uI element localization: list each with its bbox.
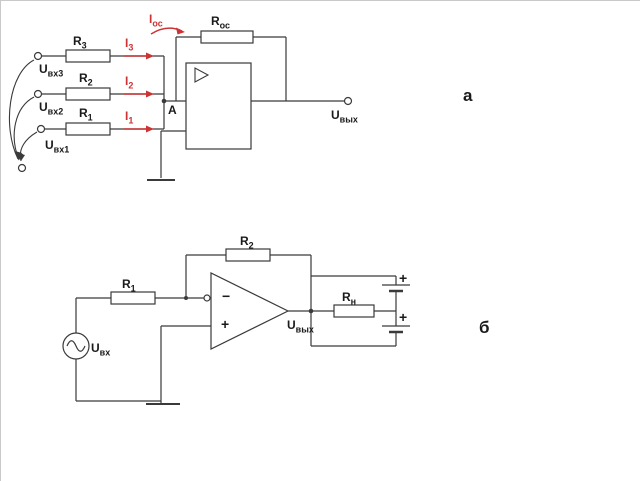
node-a-dot bbox=[161, 98, 167, 104]
label-supply-plus-top: + bbox=[399, 270, 408, 286]
current-arrowheads bbox=[146, 27, 185, 133]
input-terminal-1 bbox=[36, 124, 46, 134]
sine-wave-icon bbox=[66, 340, 86, 352]
label-voltage-uin1: Uвх1 bbox=[45, 138, 70, 155]
label-supply-plus-bottom: + bbox=[399, 309, 408, 325]
common-return-curves bbox=[8, 59, 38, 162]
label-figure-b: б bbox=[479, 318, 490, 337]
label-voltage-uin-b: Uвх bbox=[91, 341, 111, 358]
inverting-input-bubble bbox=[203, 294, 211, 302]
label-resistor-r1b: R1 bbox=[122, 277, 136, 294]
label-current-ioc: Iос bbox=[149, 12, 163, 29]
resistor-r3-body bbox=[65, 49, 111, 63]
common-return-arrowheads bbox=[15, 151, 25, 161]
label-current-i2: I2 bbox=[125, 74, 134, 91]
circuit-b bbox=[62, 248, 410, 405]
resistor-rload-body bbox=[333, 304, 375, 318]
common-terminal bbox=[17, 163, 27, 173]
opamp-b-triangle bbox=[210, 272, 290, 350]
resistor-r1a-body bbox=[65, 122, 111, 136]
opamp-a-triangle-icon bbox=[194, 67, 210, 83]
label-voltage-uout-a: Uвых bbox=[331, 108, 358, 125]
label-resistor-r3: R3 bbox=[73, 34, 87, 51]
label-resistor-r1a: R1 bbox=[79, 106, 93, 123]
feedback-node-dot bbox=[184, 296, 188, 300]
current-arrows bbox=[124, 27, 183, 130]
label-voltage-uin3: Uвх3 bbox=[39, 62, 64, 79]
resistor-r2a-body bbox=[65, 87, 111, 101]
label-resistor-rload: Rн bbox=[342, 290, 357, 307]
label-current-i3: I3 bbox=[125, 36, 134, 53]
output-terminal-a bbox=[343, 96, 353, 106]
battery-short-plates bbox=[389, 289, 403, 334]
output-node-dot bbox=[308, 308, 314, 314]
label-resistor-roc: Rос bbox=[211, 14, 231, 31]
label-resistor-r2b: R2 bbox=[240, 234, 254, 251]
circuit-a bbox=[8, 27, 353, 181]
label-voltage-uout-b: Uвых bbox=[287, 318, 314, 335]
label-resistor-r2a: R2 bbox=[79, 71, 93, 88]
battery-long-plates bbox=[382, 284, 410, 327]
input-terminal-3 bbox=[33, 51, 43, 61]
resistor-r2b-body bbox=[225, 248, 271, 262]
resistor-roc-body bbox=[200, 30, 254, 44]
resistor-r1b-body bbox=[110, 291, 156, 305]
label-node-a: A bbox=[168, 103, 177, 117]
input-terminal-2 bbox=[33, 89, 43, 99]
label-voltage-uin2: Uвх2 bbox=[39, 100, 64, 117]
label-figure-a: а bbox=[463, 86, 473, 105]
label-inverting-sign: − bbox=[222, 288, 231, 304]
label-current-i1: I1 bbox=[125, 109, 134, 126]
label-noninverting-sign: + bbox=[221, 316, 230, 332]
